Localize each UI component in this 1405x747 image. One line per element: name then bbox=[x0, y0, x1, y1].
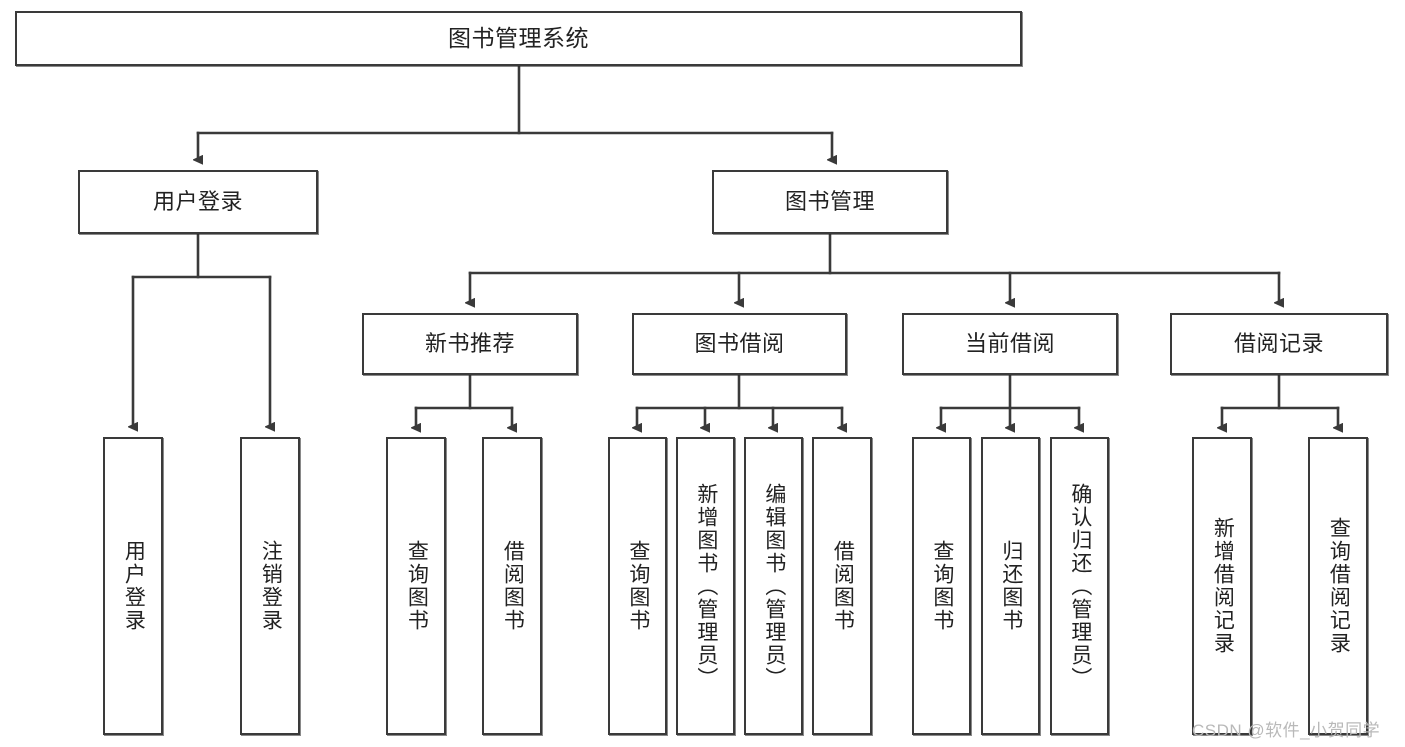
node-leaf-query-borrow-record-label: 查询借阅记录 bbox=[1327, 517, 1351, 655]
node-leaf-borrow-book-2[interactable]: 借阅图书 bbox=[812, 437, 872, 735]
node-leaf-return-book-label: 归还图书 bbox=[999, 540, 1023, 632]
node-leaf-borrow-book-2-label: 借阅图书 bbox=[831, 540, 855, 632]
node-book-borrow[interactable]: 图书借阅 bbox=[632, 313, 847, 375]
node-leaf-query-book-3-label: 查询图书 bbox=[930, 540, 954, 632]
node-leaf-query-borrow-record[interactable]: 查询借阅记录 bbox=[1308, 437, 1368, 735]
node-user-login[interactable]: 用户登录 bbox=[78, 170, 318, 234]
node-book-manage[interactable]: 图书管理 bbox=[712, 170, 948, 234]
node-leaf-user-logout-label: 注销登录 bbox=[259, 540, 283, 632]
node-book-manage-label: 图书管理 bbox=[784, 189, 875, 215]
node-borrow-record-label: 借阅记录 bbox=[1233, 331, 1324, 357]
node-current-borrow-label: 当前借阅 bbox=[964, 331, 1055, 357]
node-leaf-query-book-2[interactable]: 查询图书 bbox=[608, 437, 667, 735]
node-leaf-add-book-admin-label: 新增图书（管理员） bbox=[694, 482, 718, 690]
node-root[interactable]: 图书管理系统 bbox=[15, 11, 1022, 66]
node-root-label: 图书管理系统 bbox=[448, 24, 589, 51]
node-new-book-recommend[interactable]: 新书推荐 bbox=[362, 313, 578, 375]
node-leaf-edit-book-admin-label: 编辑图书（管理员） bbox=[762, 482, 786, 690]
node-leaf-confirm-return-admin-label: 确认归还（管理员） bbox=[1068, 482, 1092, 690]
node-leaf-user-login-label: 用户登录 bbox=[122, 540, 146, 632]
node-new-book-recommend-label: 新书推荐 bbox=[424, 331, 515, 357]
node-leaf-query-book-3[interactable]: 查询图书 bbox=[912, 437, 971, 735]
node-user-login-label: 用户登录 bbox=[152, 189, 243, 215]
node-leaf-add-borrow-record[interactable]: 新增借阅记录 bbox=[1192, 437, 1252, 735]
node-leaf-user-login[interactable]: 用户登录 bbox=[103, 437, 163, 735]
node-leaf-user-logout[interactable]: 注销登录 bbox=[240, 437, 300, 735]
node-leaf-confirm-return-admin[interactable]: 确认归还（管理员） bbox=[1050, 437, 1109, 735]
node-leaf-borrow-book-1[interactable]: 借阅图书 bbox=[482, 437, 542, 735]
node-current-borrow[interactable]: 当前借阅 bbox=[902, 313, 1118, 375]
node-leaf-query-book-2-label: 查询图书 bbox=[626, 540, 650, 632]
node-borrow-record[interactable]: 借阅记录 bbox=[1170, 313, 1388, 375]
node-leaf-query-book-1-label: 查询图书 bbox=[405, 540, 429, 632]
node-leaf-add-borrow-record-label: 新增借阅记录 bbox=[1211, 517, 1235, 655]
node-leaf-add-book-admin[interactable]: 新增图书（管理员） bbox=[676, 437, 735, 735]
node-leaf-edit-book-admin[interactable]: 编辑图书（管理员） bbox=[744, 437, 803, 735]
node-leaf-query-book-1[interactable]: 查询图书 bbox=[386, 437, 446, 735]
node-book-borrow-label: 图书借阅 bbox=[694, 331, 785, 357]
node-leaf-borrow-book-1-label: 借阅图书 bbox=[501, 540, 525, 632]
node-leaf-return-book[interactable]: 归还图书 bbox=[981, 437, 1040, 735]
